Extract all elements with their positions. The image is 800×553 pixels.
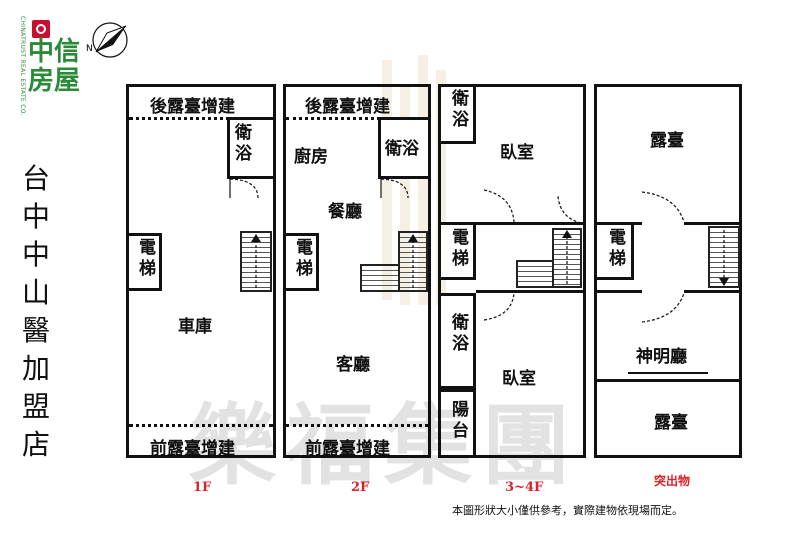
- floor-label-1f: 1F: [193, 480, 212, 495]
- compass-north-label: N: [86, 44, 93, 54]
- bathroom-3f-mid: [438, 293, 476, 389]
- room-elevator-roof: 電梯: [605, 228, 625, 270]
- room-rear-terrace-1f: 後露臺增建: [150, 97, 235, 117]
- wall: [684, 222, 742, 225]
- brand-side-text: CHINATRUST REAL ESTATE CO.: [19, 16, 26, 116]
- compass: N: [86, 18, 136, 66]
- room-terrace-roof-top: 露臺: [650, 131, 684, 151]
- room-garage-1f: 車庫: [178, 317, 212, 337]
- room-front-terrace-1f: 前露臺增建: [150, 439, 235, 459]
- bathroom-2f: [378, 117, 431, 179]
- staircase-3f-landing: [516, 260, 554, 288]
- watermark-tower: [436, 70, 446, 305]
- store-name: 台中中山醫加盟店: [21, 162, 50, 461]
- staircase-2f-landing: [360, 264, 400, 292]
- wall: [476, 290, 586, 293]
- room-balcony-3f: 陽台: [448, 400, 468, 442]
- room-shrine-roof: 神明廳: [636, 347, 687, 367]
- divider-dotted: [129, 117, 273, 120]
- floor-label-3-4f: 3~4F: [505, 480, 544, 495]
- watermark-tower: [400, 85, 410, 305]
- floor-label-2f: 2F: [351, 480, 370, 495]
- room-kitchen-2f: 廚房: [294, 147, 328, 167]
- room-bedroom-3f-top: 臥室: [500, 143, 534, 163]
- room-elevator-1f: 電梯: [135, 238, 155, 280]
- balcony-3f: [438, 389, 476, 458]
- bathroom-3f-top: [438, 84, 476, 144]
- divider-dotted: [286, 424, 428, 427]
- disclaimer-note: 本圖形狀大小僅供參考，實際建物依現場而定。: [452, 504, 683, 517]
- elevator-roof: [594, 222, 634, 280]
- divider-dotted: [286, 117, 428, 120]
- room-bath-1f: 衛浴: [231, 123, 251, 165]
- room-front-terrace-2f: 前露臺增建: [305, 439, 390, 459]
- compass-icon: [92, 22, 128, 58]
- room-rear-terrace-2f: 後露臺增建: [305, 97, 390, 117]
- elevator-2f: [283, 233, 319, 291]
- room-living-2f: 客廳: [336, 355, 370, 375]
- room-dining-2f: 餐廳: [328, 202, 362, 222]
- room-terrace-roof-bottom: 露臺: [654, 413, 688, 433]
- watermark-tower: [418, 55, 428, 305]
- watermark-text: 樂福集團: [188, 393, 581, 497]
- elevator-3f: [438, 222, 476, 280]
- divider-dotted: [129, 424, 273, 427]
- room-elevator-3f: 電梯: [448, 228, 468, 270]
- floor-label-roof: 突出物: [654, 474, 691, 488]
- room-bath-2f: 衛浴: [385, 139, 419, 159]
- wall: [594, 379, 742, 382]
- brand-name: 中信房屋: [28, 37, 81, 96]
- room-bath-3f-top: 衛浴: [448, 89, 468, 131]
- wall: [594, 290, 642, 293]
- brand-logo-icon: [32, 20, 50, 38]
- wall: [684, 290, 742, 293]
- room-elevator-2f: 電梯: [292, 238, 312, 280]
- room-bath-3f-mid: 衛浴: [448, 313, 468, 355]
- wall: [476, 222, 586, 225]
- elevator-1f: [126, 233, 162, 291]
- room-bedroom-3f-bottom: 臥室: [502, 369, 536, 389]
- bathroom-1f: [227, 117, 276, 179]
